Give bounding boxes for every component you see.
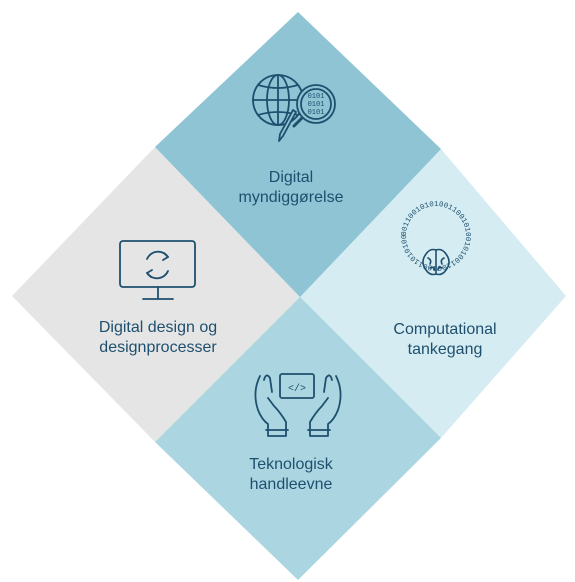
label-left-line-2: designprocesser — [99, 339, 217, 356]
quadrant-right — [296, 149, 566, 438]
magnifier-binary-row-3: 0101 — [308, 109, 325, 117]
magnifier-binary-row-2: 0101 — [308, 101, 325, 109]
label-top-line-1: Digital — [268, 169, 314, 186]
label-teknologisk-handleevne: Teknologisk handleevne — [206, 455, 376, 495]
label-top-line-2: myndiggørelse — [238, 189, 344, 206]
label-digital-design: Digital design og designprocesser — [63, 318, 253, 358]
monitor-refresh-icon — [119, 240, 196, 300]
label-right-line-2: tankegang — [407, 341, 483, 358]
label-digital-myndiggorelse: Digital myndiggørelse — [206, 168, 376, 208]
quadrant-top — [155, 12, 441, 297]
hands-code-icon: </> — [254, 373, 342, 437]
magnifier-binary-row-1: 0101 — [308, 93, 325, 101]
quadrant-bottom — [155, 297, 441, 580]
label-left-line-1: Digital design og — [98, 319, 218, 336]
globe-magnifier-binary-icon: 0101 0101 0101 — [252, 74, 336, 142]
label-computational-tankegang: Computational tankegang — [350, 320, 540, 360]
code-symbol: </> — [288, 383, 306, 395]
label-bottom-line-1: Teknologisk — [249, 456, 333, 473]
label-right-line-1: Computational — [393, 321, 497, 338]
quadrant-left — [12, 147, 300, 442]
label-bottom-line-2: handleevne — [249, 476, 333, 493]
